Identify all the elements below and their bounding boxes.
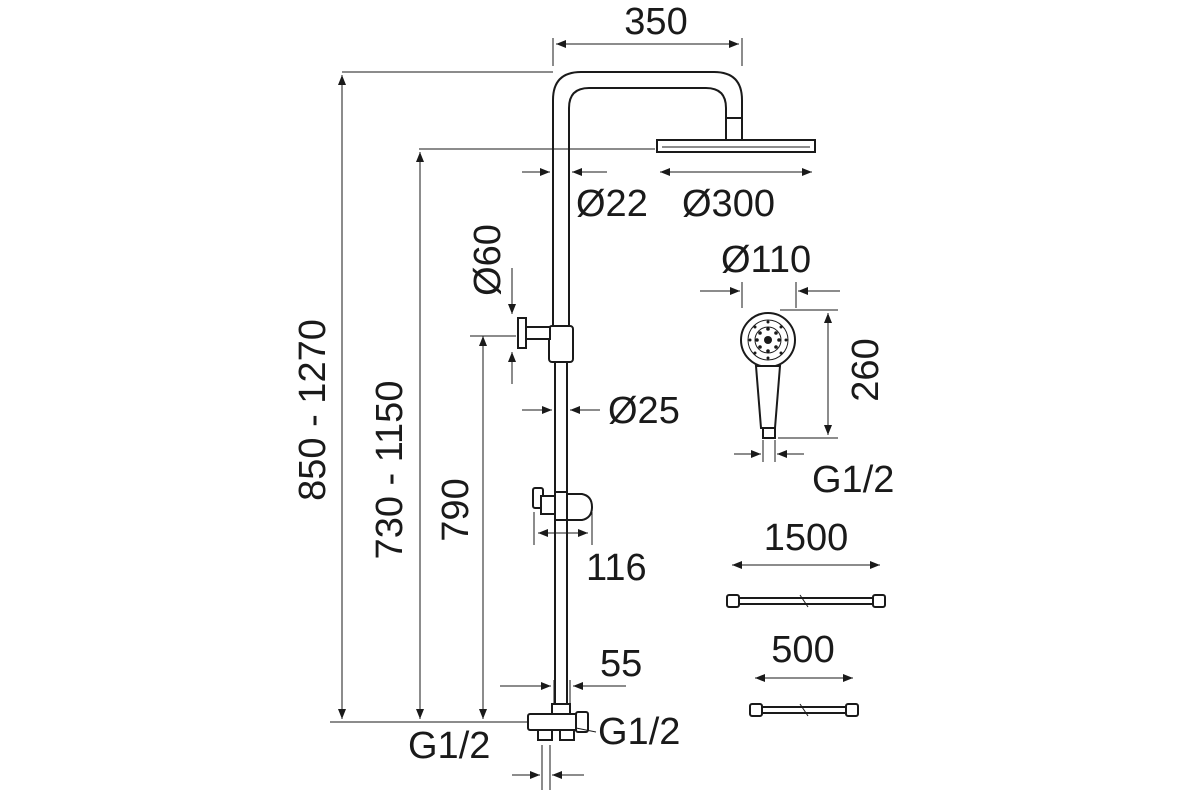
handshower-diameter-label: Ø110 — [721, 239, 811, 281]
head-diameter-label: Ø300 — [682, 183, 775, 225]
upper-pipe-diameter-label: Ø22 — [576, 183, 648, 225]
upper-pipe-inner — [568, 87, 727, 330]
hose-short: 500 — [749, 629, 859, 717]
wall-bracket-plate — [517, 317, 527, 349]
hand-shower-connector — [762, 427, 776, 439]
hose-short-label: 500 — [771, 629, 834, 671]
hand-shower-slider — [532, 487, 594, 521]
head-height-label: 730 - 1150 — [369, 381, 411, 560]
hose-long-label: 1500 — [764, 517, 849, 559]
bracket-joint — [548, 325, 574, 363]
inlet-right-label: G1/2 — [598, 711, 680, 753]
upper-pipe — [552, 71, 743, 330]
extension-lines — [330, 38, 743, 790]
bracket-diameter-label: Ø60 — [467, 224, 509, 296]
hand-shower-nozzles — [748, 320, 788, 360]
shower-column — [517, 71, 816, 741]
inlet-left-label: G1/2 — [408, 725, 490, 767]
handshower-length-label: 260 — [845, 338, 887, 401]
mixer-body — [527, 703, 589, 741]
wall-bracket-arm — [525, 326, 551, 340]
handshower-thread-label: G1/2 — [812, 459, 894, 501]
rain-shower-head — [656, 139, 816, 153]
head-connector — [725, 117, 743, 141]
slider-width-label: 116 — [586, 547, 647, 589]
lower-pipe-diameter-label: Ø25 — [608, 390, 680, 432]
hose-long: 1500 — [726, 517, 886, 608]
arm-width-label: 350 — [624, 1, 687, 43]
slider-height-label: 790 — [435, 478, 477, 541]
total-height-label: 850 - 1270 — [292, 319, 334, 501]
hand-shower-handle — [754, 365, 782, 429]
mixer-width-label: 55 — [600, 643, 642, 685]
hand-shower: Ø110 260 G1/2 — [700, 239, 894, 501]
